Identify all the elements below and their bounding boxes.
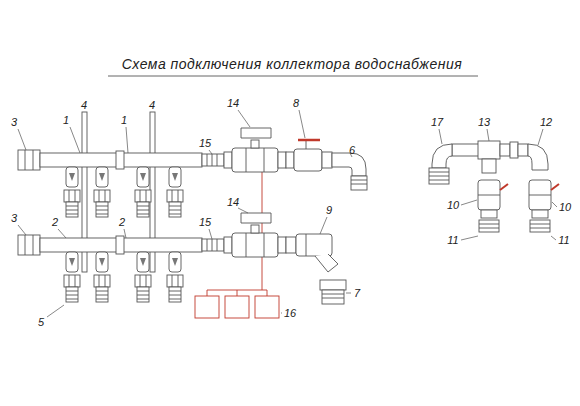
callout-number: 12 <box>540 116 552 128</box>
callout-number: 16 <box>284 307 296 319</box>
callout-number: 5 <box>38 316 44 328</box>
callout-number: 3 <box>11 116 17 128</box>
callout-number: 4 <box>149 99 155 111</box>
callout-number: 9 <box>326 204 332 216</box>
callout-number: 8 <box>293 97 299 109</box>
callout-number: 7 <box>354 287 360 299</box>
callout-number: 1 <box>121 114 127 126</box>
callout-number: 10 <box>447 199 459 211</box>
diagram-title: Схема подключения коллектора водоснабжен… <box>122 56 462 72</box>
callout-number: 10 <box>559 201 571 213</box>
callout-number: 14 <box>227 196 239 208</box>
callout-number: 3 <box>11 212 17 224</box>
callout-number: 2 <box>119 216 125 228</box>
callout-number: 4 <box>81 99 87 111</box>
callout-number: 11 <box>447 234 458 246</box>
callout-number: 14 <box>227 97 239 109</box>
callout-number: 17 <box>431 116 443 128</box>
callout-number: 15 <box>199 216 211 228</box>
callout-number: 1 <box>63 114 69 126</box>
callout-number: 15 <box>199 137 211 149</box>
callout-number: 11 <box>558 234 569 246</box>
callout-number: 6 <box>349 144 355 156</box>
callout-number: 13 <box>478 116 490 128</box>
callout-number: 2 <box>52 216 58 228</box>
